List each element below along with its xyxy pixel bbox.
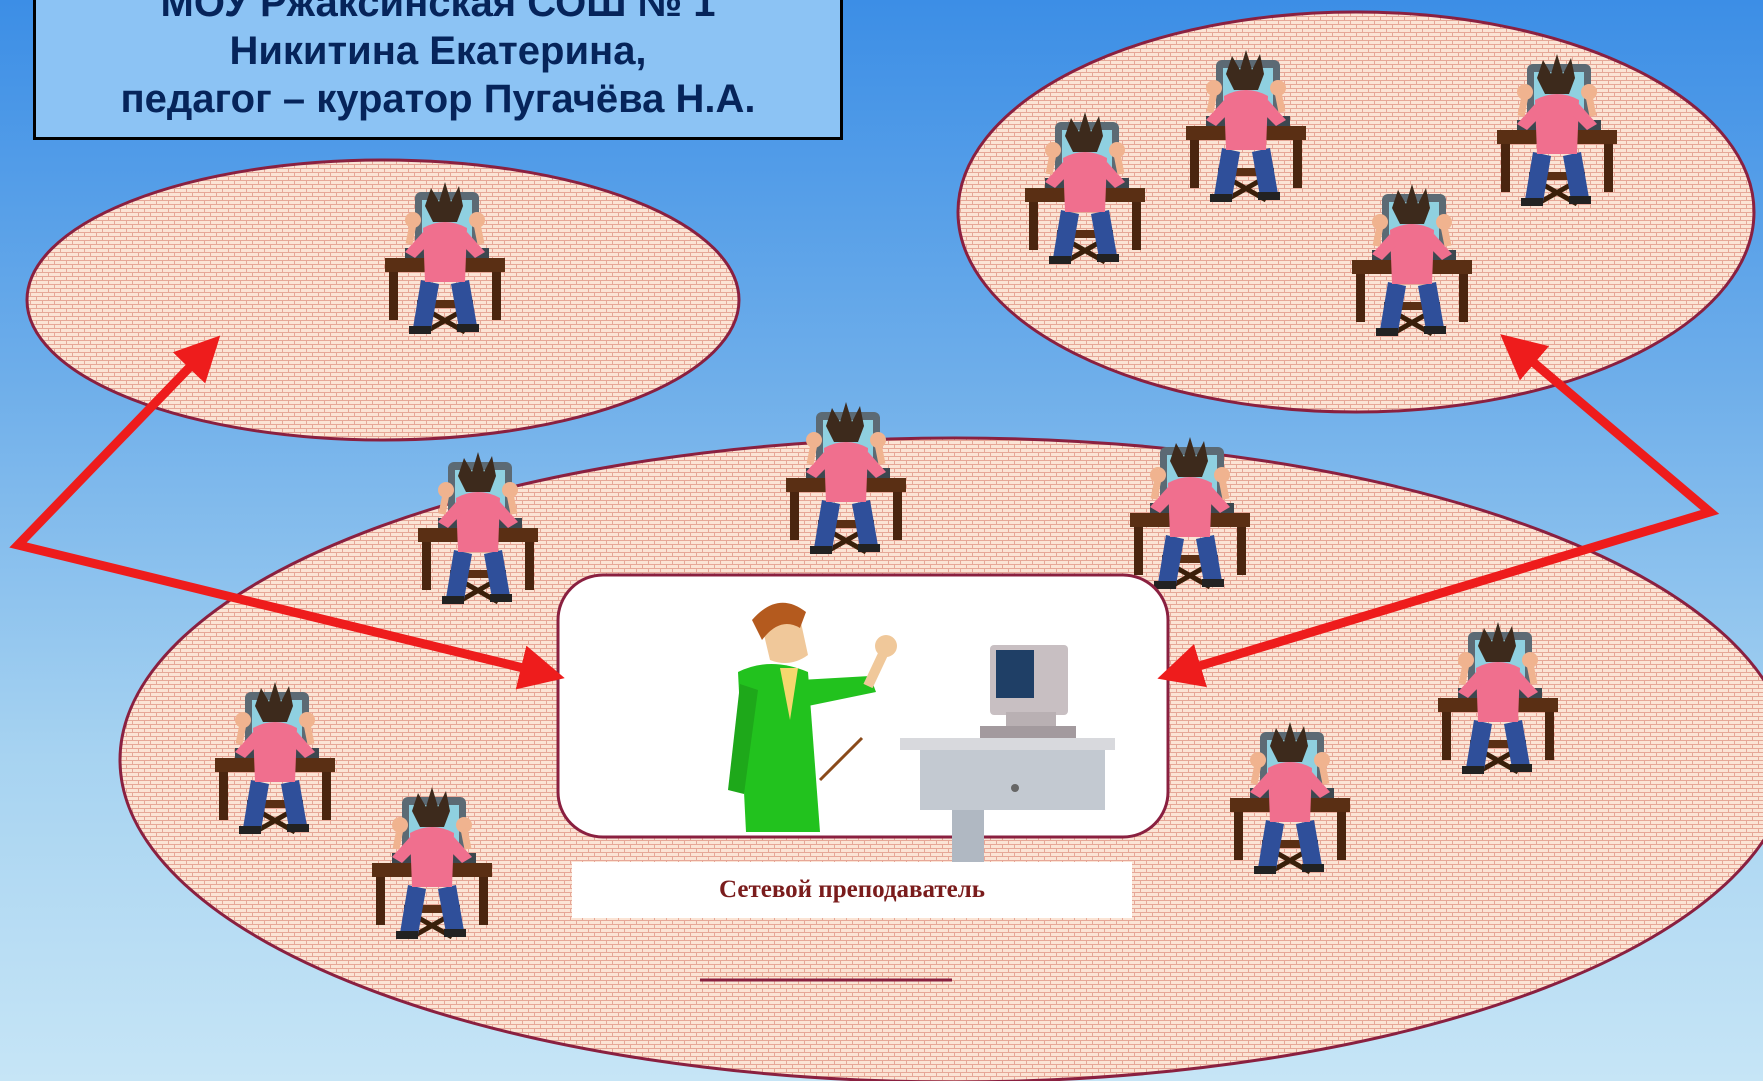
teacher-icon — [728, 602, 897, 832]
teacher-caption: Сетевой преподаватель — [572, 862, 1132, 918]
title-line-3: педагог – куратор Пугачёва Н.А. — [120, 77, 756, 121]
title-line-2: Никитина Екатерина, — [229, 29, 647, 73]
arrow-right — [1157, 334, 1720, 688]
group-small-left — [25, 158, 741, 442]
title-box: МОУ Ржаксинская СОШ № 1 Никитина Екатери… — [33, 0, 843, 140]
arrow-left — [9, 335, 565, 690]
computer-desk-icon — [900, 645, 1115, 870]
title-line-1: МОУ Ржаксинская СОШ № 1 — [160, 0, 716, 25]
